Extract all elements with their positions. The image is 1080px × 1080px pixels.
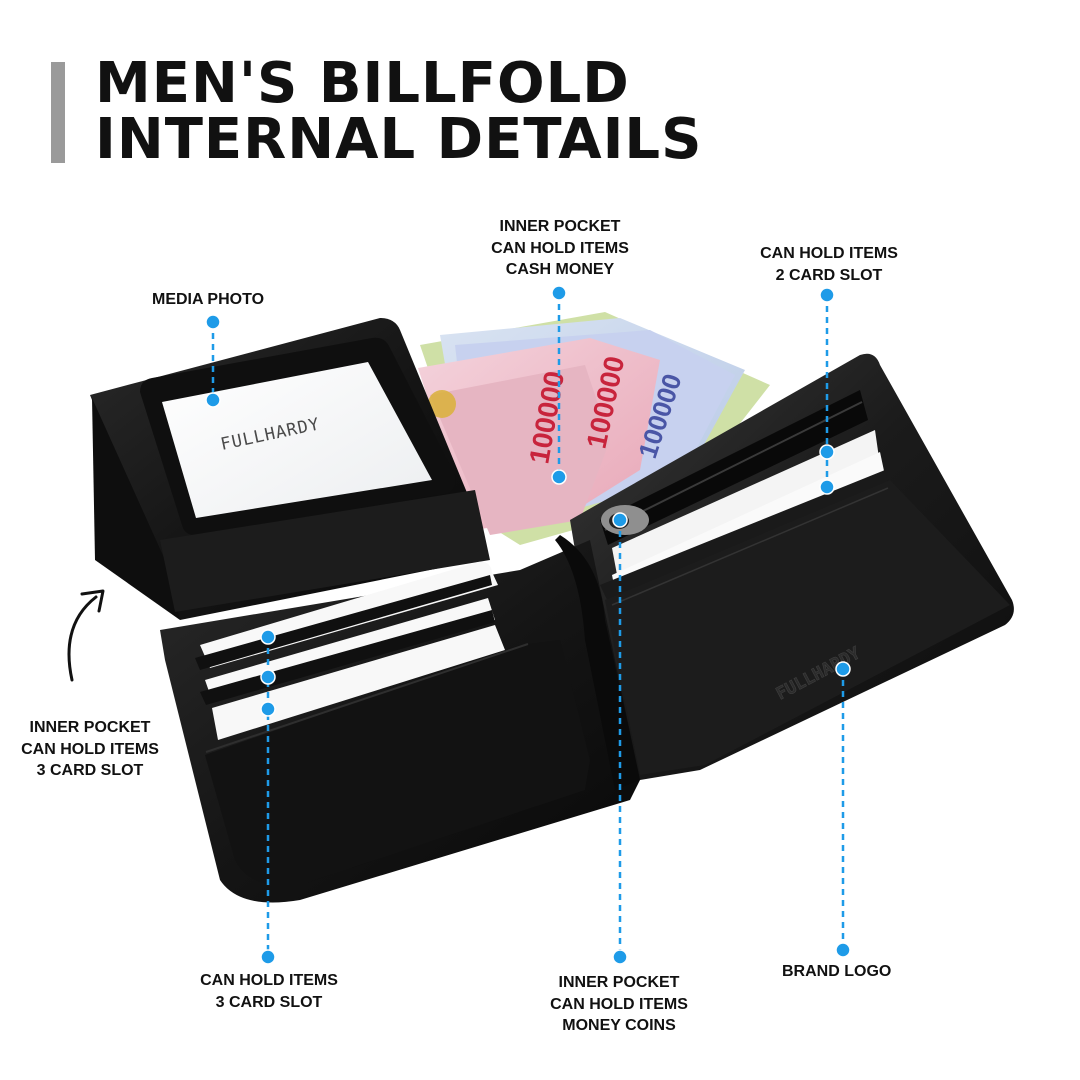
callout-label-right-card-slot: CAN HOLD ITEMS 2 CARD SLOT (760, 245, 898, 284)
right-card-1 (612, 430, 880, 580)
callout-label-money-coins: INNER POCKET CAN HOLD ITEMS MONEY COINS (550, 974, 688, 1034)
curved-arrow-icon (67, 589, 105, 682)
right-pocket-panel (605, 480, 1010, 775)
banknote-seal (428, 390, 456, 418)
page-title-line-2: INTERNAL DETAILS (95, 107, 703, 172)
left-card-3 (212, 625, 505, 740)
title-accent-bar (51, 62, 65, 163)
callout-label-media-photo: MEDIA PHOTO (152, 291, 265, 308)
callout-label-brand-logo: BRAND LOGO (782, 963, 892, 980)
callout-label-cash-money: INNER POCKET CAN HOLD ITEMS CASH MONEY (491, 218, 629, 278)
id-window (162, 362, 432, 518)
page-title-line-1: MEN'S BILLFOLD (95, 51, 630, 116)
callout-label-inner-3-card-slot: INNER POCKET CAN HOLD ITEMS 3 CARD SLOT (21, 719, 159, 779)
wallet-right-half: FULLHARDY (570, 353, 1014, 780)
id-window-flap: FULLHARDY (90, 318, 490, 620)
left-lower-pocket (205, 640, 590, 886)
callout-label-left-3-card-slot: CAN HOLD ITEMS 3 CARD SLOT (200, 972, 338, 1011)
